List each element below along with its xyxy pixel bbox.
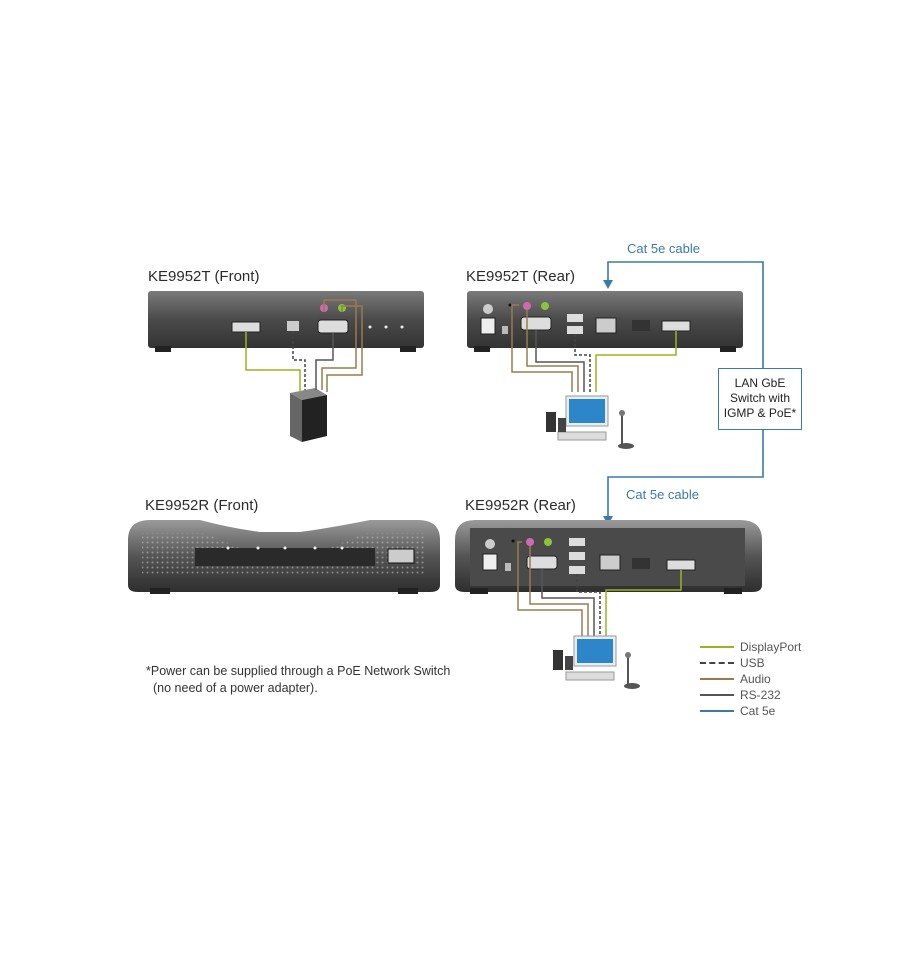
legend-swatch (700, 646, 734, 648)
lan-switch-box: LAN GbE Switch with IGMP & PoE* (718, 368, 802, 430)
legend-label: Audio (740, 672, 771, 686)
legend-swatch (700, 694, 734, 696)
rx-rear-cables (517, 541, 682, 636)
ke9952t-front-device (148, 291, 424, 352)
ke9952r-front-device (128, 520, 440, 594)
legend-label: RS-232 (740, 688, 781, 702)
ke9952r-front-label: KE9952R (Front) (145, 497, 259, 514)
legend-item-cat5e: Cat 5e (700, 703, 801, 719)
ke9952t-front-label: KE9952T (Front) (148, 268, 260, 285)
ke9952t-rear-device (467, 291, 743, 352)
ke9952r-rear-device (455, 520, 762, 594)
cable-legend: DisplayPort USB Audio RS-232 Cat 5e (700, 639, 801, 719)
tx-front-cables (245, 299, 363, 392)
legend-item-displayport: DisplayPort (700, 639, 801, 655)
switch-line-1: LAN GbE (734, 376, 786, 390)
poe-note-line-2: (no need of a power adapter). (153, 681, 318, 695)
tx-workstation-icon (546, 395, 634, 449)
ke9952r-rear-label: KE9952R (Rear) (465, 497, 576, 514)
legend-item-usb: USB (700, 655, 801, 671)
switch-line-3: IGMP & PoE* (723, 406, 797, 420)
legend-label: Cat 5e (740, 704, 776, 718)
ke9952t-rear-label: KE9952T (Rear) (466, 268, 575, 285)
poe-note: *Power can be supplied through a PoE Net… (146, 663, 450, 697)
legend-item-audio: Audio (700, 671, 801, 687)
poe-note-line-1: *Power can be supplied through a PoE Net… (146, 664, 451, 678)
cat5e-cable-label-top: Cat 5e cable (627, 241, 700, 256)
rx-workstation-icon (553, 635, 640, 689)
legend-swatch (700, 710, 734, 712)
legend-swatch (700, 662, 734, 664)
legend-item-rs232: RS-232 (700, 687, 801, 703)
tx-rear-cables (511, 304, 677, 392)
cat5e-cable-label-bottom: Cat 5e cable (626, 487, 699, 502)
pc-tower-icon (290, 388, 327, 442)
legend-label: DisplayPort (740, 640, 802, 654)
cat5e-cable-route (603, 261, 764, 525)
legend-label: USB (740, 656, 765, 670)
switch-line-2: Switch with (729, 391, 791, 405)
legend-swatch (700, 678, 734, 680)
